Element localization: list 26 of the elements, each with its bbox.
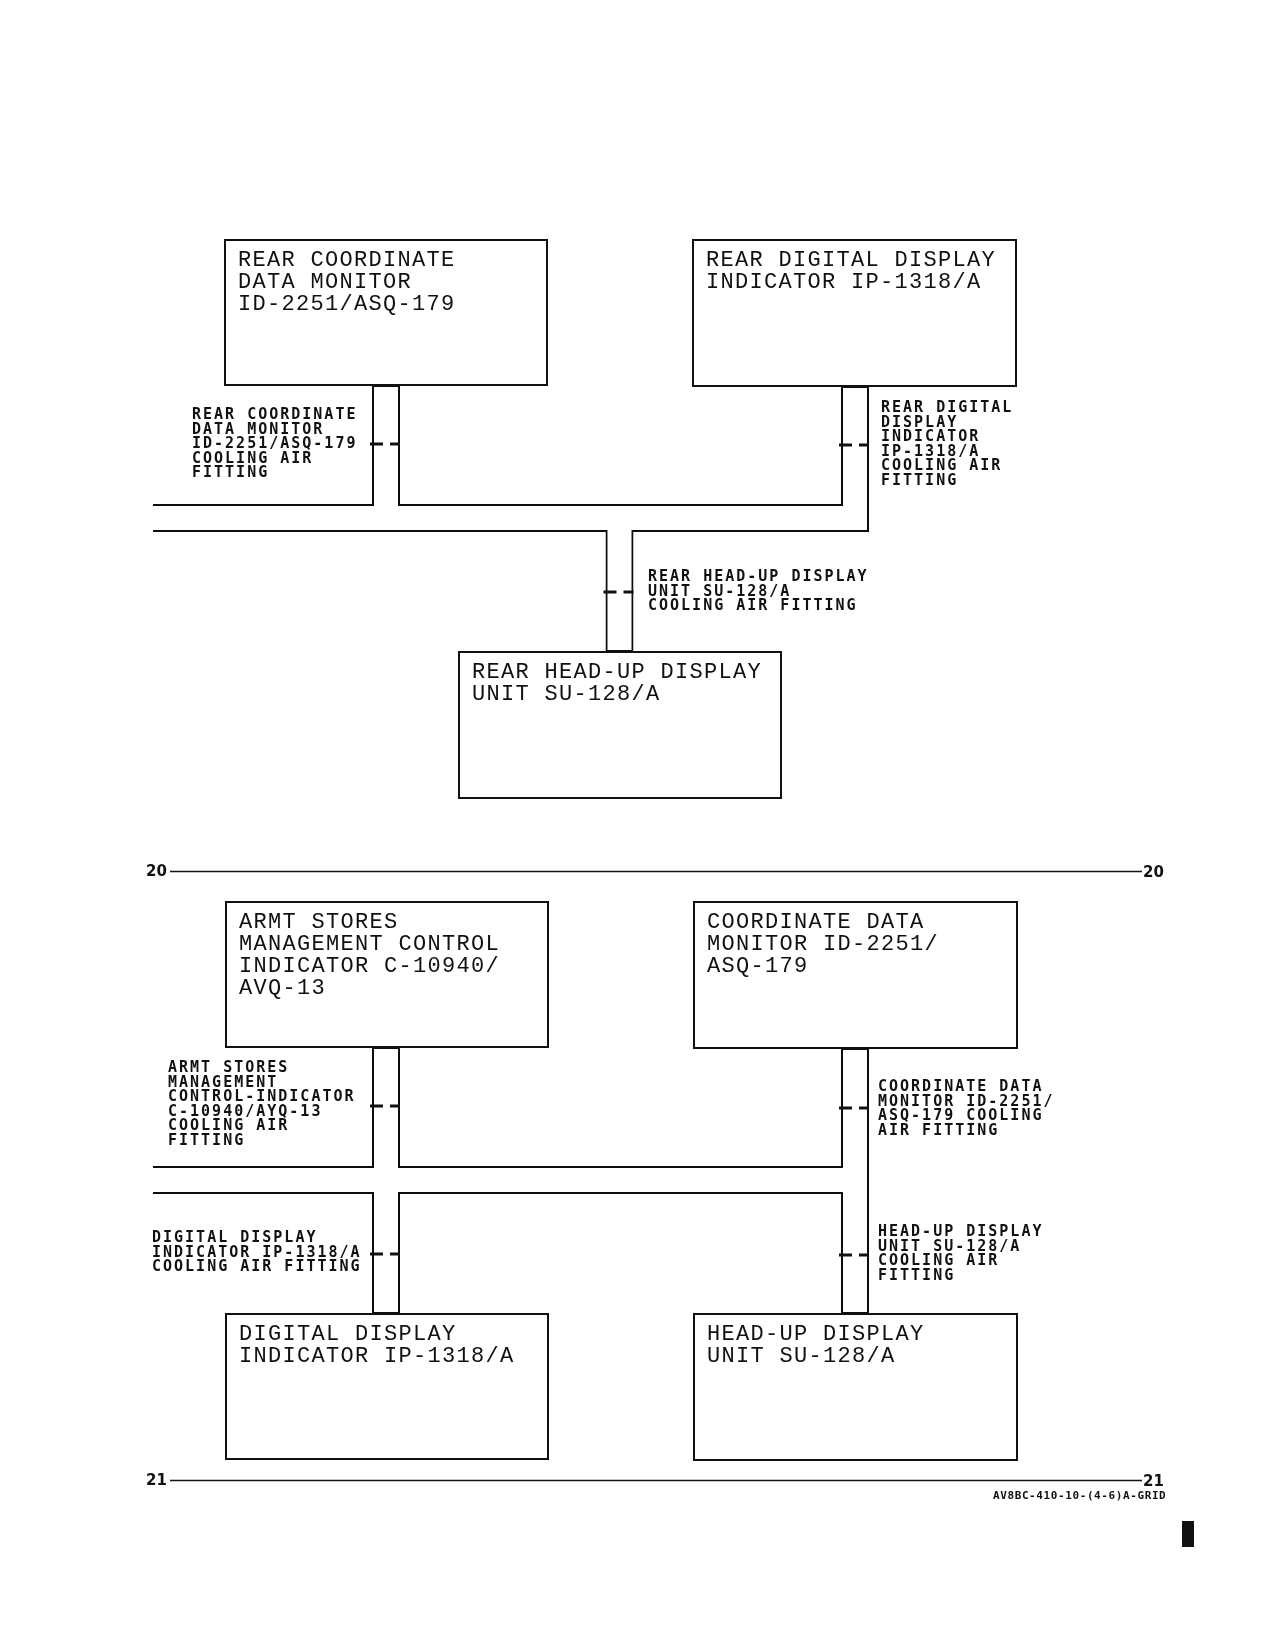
figure-id: AV8BC-410-10-(4-6)A-GRID bbox=[993, 1490, 1167, 1502]
unit-box bbox=[692, 239, 1017, 387]
fitting-label: REAR HEAD-UP DISPLAY UNIT SU-128/A COOLING AIR FITTING bbox=[648, 569, 870, 613]
fitting-label: DIGITAL DISPLAY INDICATOR IP-1318/A COOLING AIR FITTING bbox=[152, 1230, 363, 1274]
unit-name: REAR HEAD-UP DISPLAY UNIT SU-128/A bbox=[472, 662, 764, 706]
unit-box bbox=[225, 901, 549, 1048]
unit-box bbox=[693, 901, 1018, 1049]
unit-name: DIGITAL DISPLAY INDICATOR IP-1318/A bbox=[239, 1324, 516, 1368]
fitting-label: COORDINATE DATA MONITOR ID-2251/ ASQ-179 COOLING AIR FITTING bbox=[878, 1079, 1056, 1137]
zone-number: 20 bbox=[146, 863, 167, 879]
unit-box bbox=[458, 651, 782, 799]
unit-name: REAR DIGITAL DISPLAY INDICATOR IP-1318/A bbox=[706, 250, 998, 294]
zone-number: 21 bbox=[146, 1472, 167, 1488]
zone-number: 20 bbox=[1143, 864, 1164, 880]
fitting-label: HEAD-UP DISPLAY UNIT SU-128/A COOLING AIR FITTING bbox=[878, 1224, 1045, 1282]
unit-name: COORDINATE DATA MONITOR ID-2251/ ASQ-179 bbox=[707, 912, 941, 978]
unit-box bbox=[693, 1313, 1018, 1461]
unit-box bbox=[225, 1313, 549, 1460]
fitting-label: REAR COORDINATE DATA MONITOR ID-2251/ASQ-179 COOLING AIR FITTING bbox=[192, 407, 359, 480]
unit-box bbox=[224, 239, 548, 386]
zone-number: 21 bbox=[1143, 1473, 1164, 1489]
unit-name: HEAD-UP DISPLAY UNIT SU-128/A bbox=[707, 1324, 926, 1368]
fitting-label: REAR DIGITAL DISPLAY INDICATOR IP-1318/A COOLING AIR FITTING bbox=[881, 400, 1015, 487]
unit-name: ARMT STORES MANAGEMENT CONTROL INDICATOR C-10940/ AVQ-13 bbox=[239, 912, 502, 1000]
fitting-label: ARMT STORES MANAGEMENT CONTROL-INDICATOR C-10940/AYQ-13 COOLING AIR FITTING bbox=[168, 1060, 357, 1147]
unit-name: REAR COORDINATE DATA MONITOR ID-2251/ASQ-179 bbox=[238, 250, 457, 316]
